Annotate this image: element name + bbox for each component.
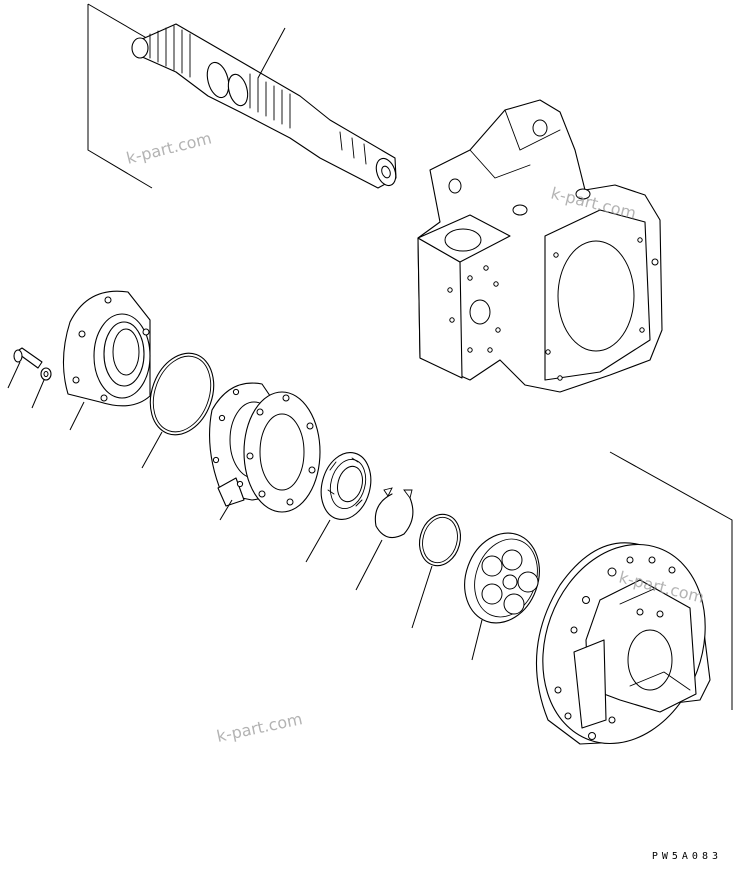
bearing: [320, 452, 372, 520]
leader-bolt: [7, 361, 21, 389]
retainer-plate: [243, 391, 321, 513]
end-cover-assembly: [535, 451, 733, 745]
coupling: [464, 532, 540, 624]
shaft-assembly: [87, 3, 397, 189]
input-shaft: [131, 23, 397, 189]
leader-bearing: [305, 519, 331, 563]
leader-seal-cover: [69, 401, 85, 431]
leader-o-ring: [141, 431, 163, 469]
shaft-frame-line: [87, 4, 153, 189]
leader-spacer: [411, 565, 433, 629]
pump-housing: [417, 99, 663, 393]
shaft-frame-line-top: [87, 3, 151, 41]
watermark: k-part.com: [124, 128, 213, 168]
watermark: k-part.com: [215, 709, 304, 746]
spacer-ring: [418, 513, 462, 567]
end-cover-frame-line: [609, 451, 733, 710]
leader-gasket: [219, 499, 233, 521]
washer: [40, 367, 52, 381]
leader-coupling: [471, 619, 483, 661]
seal-cover: [62, 290, 151, 407]
leader-washer: [31, 379, 45, 409]
snap-ring: [374, 487, 414, 539]
o-ring: [149, 352, 215, 436]
leader-snap-ring: [355, 539, 383, 591]
drawing-code: PW5A083: [651, 851, 722, 862]
leader-shaft: [257, 27, 286, 79]
bolt: [13, 347, 43, 369]
